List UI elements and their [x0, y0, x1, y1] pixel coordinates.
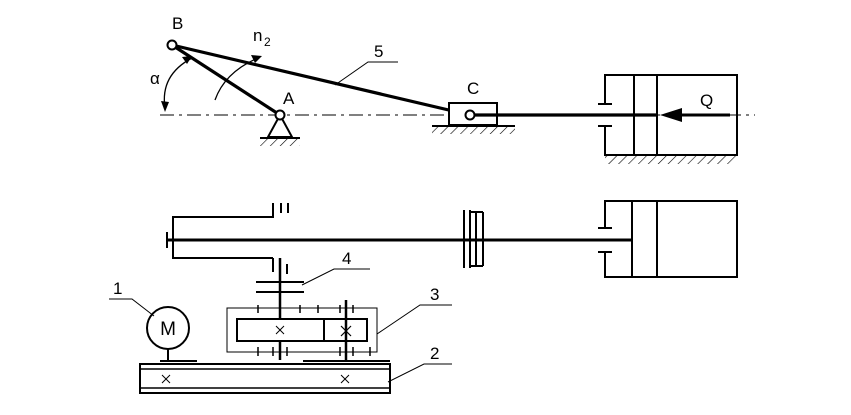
bearing-top — [272, 203, 289, 218]
label-alpha: α — [150, 69, 160, 88]
label-q: Q — [700, 91, 713, 110]
slider-crank-mechanism: B A C α n 2 5 Q — [150, 14, 755, 164]
drive-train: M 1 2 3 4 — [109, 200, 738, 394]
motor-1: M — [146, 306, 190, 361]
label-2: 2 — [430, 344, 439, 363]
joint-b — [166, 39, 178, 51]
shaft-coupling — [463, 210, 484, 268]
angle-alpha-arc — [161, 56, 193, 112]
label-3: 3 — [430, 285, 439, 304]
pivot-support-a — [260, 112, 300, 146]
gearbox-3 — [226, 300, 378, 362]
label-n-subscript: 2 — [264, 35, 271, 49]
motor-symbol: M — [160, 319, 176, 340]
label-b: B — [172, 14, 183, 33]
label-a: A — [283, 89, 295, 108]
bearing-mid — [256, 258, 304, 293]
label-5: 5 — [374, 42, 383, 61]
rotation-n2-arrow — [214, 55, 262, 101]
joint-c — [464, 109, 476, 121]
cylinder-top — [598, 74, 738, 164]
connecting-rod-5 — [171, 43, 471, 117]
leader-4 — [301, 268, 370, 286]
belt-drive-2 — [139, 360, 391, 394]
label-c: C — [467, 79, 479, 98]
leader-1 — [109, 298, 155, 317]
label-1: 1 — [113, 279, 122, 298]
leader-2 — [387, 363, 452, 383]
shaft-frame — [172, 216, 273, 259]
leader-5 — [334, 61, 398, 86]
force-q-arrow — [660, 108, 730, 122]
leader-3 — [376, 304, 452, 335]
cylinder-bottom — [598, 200, 738, 278]
label-n: n — [253, 26, 262, 45]
joint-a — [274, 109, 286, 121]
label-4: 4 — [342, 249, 351, 268]
